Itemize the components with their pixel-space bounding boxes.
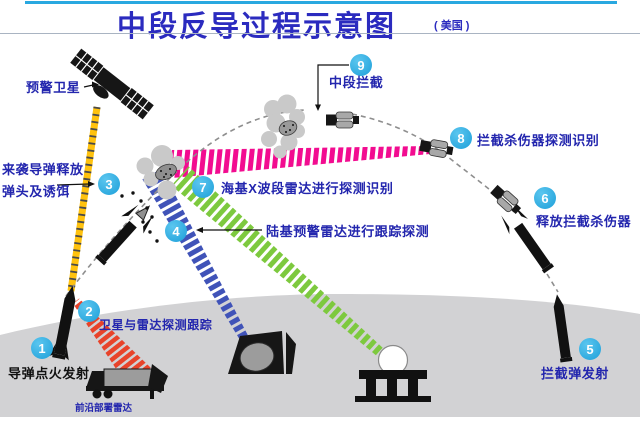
arrow-heads	[88, 81, 321, 233]
step-5-label: 拦截弹发射	[541, 366, 610, 381]
step-4-label: 陆基预警雷达进行跟踪探测	[266, 224, 430, 239]
trajectory-dashed-arc	[65, 109, 559, 297]
intercept-debris-icon	[261, 94, 305, 159]
step-7-badge: 7	[192, 176, 214, 198]
step-1-label: 导弹点火发射	[8, 366, 90, 381]
header-divider	[0, 33, 640, 34]
warning-satellite-icon	[70, 48, 154, 120]
sea-based-xband-radar-icon	[355, 344, 431, 402]
step-6-badge: 6	[534, 187, 556, 209]
step-1-badge: 1	[31, 337, 53, 359]
ground-radar-icon	[228, 331, 296, 374]
radar-truck-icon	[86, 364, 168, 399]
blue-warning-radar-beam	[142, 168, 256, 354]
step-3-label-line2: 弹头及诱饵	[2, 184, 71, 199]
step-9-badge: 9	[350, 54, 372, 76]
step-4-badge: 4	[165, 220, 187, 242]
yellow-satellite-beam	[67, 106, 101, 292]
magenta-seeker-beam	[172, 146, 430, 178]
kill-vehicle-icon	[490, 184, 522, 215]
warning-satellite-label: 预警卫星	[26, 80, 81, 95]
step-8-badge: 8	[450, 127, 472, 149]
top-accent-bar	[25, 1, 617, 4]
step-5-badge: 5	[579, 338, 601, 360]
decoy-cluster-icon	[136, 145, 185, 200]
annotation-arrows	[56, 64, 349, 231]
step-9-label: 中段拦截	[329, 75, 384, 90]
step-2-badge: 2	[78, 300, 100, 322]
forward-radar-label: 前沿部署雷达	[75, 403, 133, 414]
step-7-label: 海基X波段雷达进行探测识别	[221, 181, 394, 196]
step-3-label-line1: 来袭导弹释放	[2, 162, 84, 177]
green-xband-beam	[171, 166, 385, 357]
separation-debris-dots	[120, 191, 159, 243]
page-title: 中段反导过程示意图	[117, 11, 397, 43]
kill-vehicle-icon	[326, 111, 359, 129]
staging-missile-icon	[95, 204, 154, 266]
step-2-label: 卫星与雷达探测跟踪	[99, 318, 213, 332]
page-subtitle: ( 美国 )	[434, 20, 470, 32]
step-8-label: 拦截杀伤器探测识别	[477, 133, 600, 148]
step-3-badge: 3	[98, 173, 120, 195]
step-6-label: 释放拦截杀伤器	[536, 214, 632, 229]
interceptor-missile-launch-icon	[553, 294, 573, 363]
kill-vehicle-icon	[419, 139, 454, 158]
